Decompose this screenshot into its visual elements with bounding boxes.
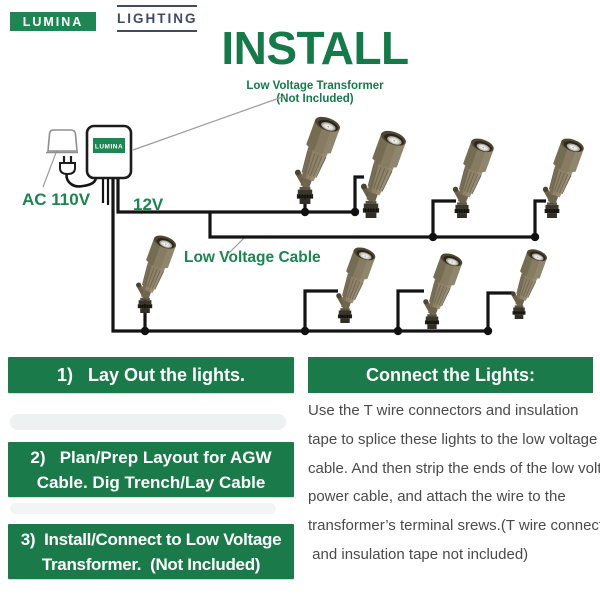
stub-top-light-4	[533, 199, 546, 237]
brand-logo-lighting: LIGHTING	[117, 5, 197, 32]
spotlight-top-4	[540, 135, 587, 219]
paragraph-line-6: and insulation tape not included)	[308, 545, 529, 563]
stub-bottom-light-3	[396, 289, 424, 331]
transformer-box-label: LUMINA	[95, 144, 123, 151]
spotlight-bottom-3	[420, 250, 465, 330]
step-3-line-2: Transformer. (Not Included)	[41, 554, 261, 574]
shadow-band-1	[10, 414, 286, 430]
stub-top-light-2	[353, 175, 364, 212]
paragraph-line-1: Use the T wire connectors and insulation	[308, 402, 579, 419]
transformer-callout-label: Low Voltage Transformer (Not Included)	[205, 80, 425, 106]
wiring-diagram: LUMINA AC 110V 12V Low Voltage Cable	[22, 95, 587, 336]
connect-lights-heading: Connect the Lights:	[308, 357, 593, 393]
transformer-box: LUMINA	[85, 124, 133, 180]
cable-12v-top-row	[116, 172, 357, 214]
shadow-band-2	[10, 503, 276, 514]
spotlight-bottom-4	[508, 246, 549, 320]
stub-bottom-light-4	[486, 291, 514, 331]
label-low-voltage-cable: Low Voltage Cable	[184, 249, 321, 266]
spotlight-top-2	[357, 127, 409, 219]
transformer-callout-line1: Low Voltage Transformer	[246, 80, 384, 92]
pointer-transformer	[132, 95, 286, 151]
connect-lights-paragraph: Use the T wire connectors and insulation…	[308, 397, 600, 570]
page-title: INSTALL	[221, 22, 409, 74]
spotlight-bottom-2	[333, 244, 378, 324]
step-box-1: 1) Lay Out the lights.	[8, 357, 294, 393]
wall-adapter-icon	[46, 129, 78, 154]
plug-cord	[65, 173, 98, 188]
transformer-callout-line2: (Not Included)	[276, 93, 354, 105]
spotlight-top-1	[291, 113, 343, 205]
cable-top-row-lower-run	[208, 212, 535, 239]
step-2-line-2: Cable. Dig Trench/Lay Cable	[36, 472, 266, 492]
step-box-2: 2) Plan/Prep Layout for AGW Cable. Dig T…	[8, 442, 294, 497]
power-plug-icon	[59, 156, 76, 176]
step-3-line-1: 3) Install/Connect to Low Voltage	[20, 529, 282, 549]
step-1-line-1: 1) Lay Out the lights.	[56, 364, 245, 385]
main-cable-to-bottom-row	[111, 172, 488, 333]
step-box-3: 3) Install/Connect to Low Voltage Transf…	[8, 524, 294, 579]
spotlight-bottom-1	[133, 232, 179, 314]
cable-junction-dots	[140, 207, 540, 336]
brand-logo-lumina: LUMINA	[10, 12, 96, 31]
step-2-line-1: 2) Plan/Prep Layout for AGW	[30, 447, 272, 467]
label-12v: 12V	[133, 195, 164, 214]
label-ac110v: AC 110V	[22, 190, 91, 209]
stub-top-light-3	[431, 199, 456, 237]
callout-pointer-lines	[42, 95, 286, 254]
pointer-cable	[228, 236, 246, 254]
spotlight-top-3	[450, 135, 497, 219]
stub-bottom-light-2	[303, 289, 338, 331]
paragraph-line-3: cable. And then strip the ends of the lo…	[308, 459, 600, 477]
paragraph-line-4: power cable, and attach the wire to the	[308, 488, 566, 506]
paragraph-line-5: transformer’s terminal srews.(T wire con…	[308, 517, 600, 535]
paragraph-line-2: tape to splice these lights to the low v…	[308, 430, 598, 448]
pointer-ac110v	[42, 149, 58, 188]
